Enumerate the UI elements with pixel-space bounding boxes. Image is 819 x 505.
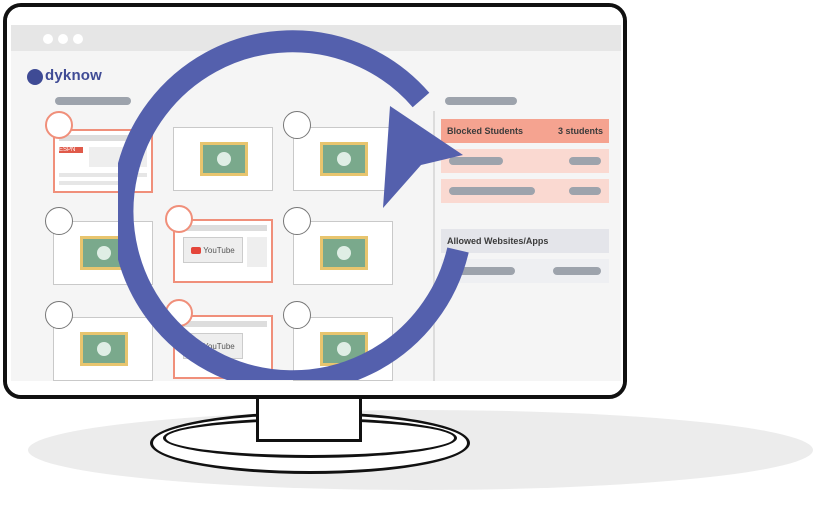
dyknow-logo-icon	[27, 69, 43, 85]
brand-name: dyknow	[45, 67, 103, 84]
panel-heading-placeholder	[445, 97, 517, 105]
student-screen-tile[interactable]	[173, 127, 273, 191]
student-screen-tile[interactable]	[53, 317, 153, 381]
student-avatar-icon[interactable]	[283, 301, 311, 329]
student-avatar-icon[interactable]	[283, 207, 311, 235]
blocked-students-count: 3 students	[557, 126, 603, 136]
panel-divider	[433, 111, 435, 395]
google-classroom-icon	[320, 236, 368, 270]
student-avatar-icon[interactable]	[45, 207, 73, 235]
student-screen-tile[interactable]: YouTube	[173, 219, 273, 283]
google-classroom-icon	[320, 142, 368, 176]
student-avatar-icon[interactable]	[165, 205, 193, 233]
student-screen-tile[interactable]	[293, 127, 393, 191]
blocked-students-header[interactable]: Blocked Students 3 students	[441, 119, 609, 143]
monitor: dyknow ESPN YouTube	[3, 3, 627, 399]
student-avatar-icon[interactable]	[45, 301, 73, 329]
google-classroom-icon	[80, 332, 128, 366]
espn-label: ESPN	[59, 147, 83, 153]
blocked-students-label: Blocked Students	[447, 126, 524, 136]
google-classroom-icon	[200, 142, 248, 176]
student-avatar-icon[interactable]	[45, 111, 73, 139]
youtube-label: YouTube	[203, 245, 235, 255]
blocked-student-row[interactable]	[441, 179, 609, 203]
student-avatar-icon[interactable]	[283, 111, 311, 139]
youtube-icon: YouTube	[183, 237, 243, 263]
page-heading-placeholder	[55, 97, 131, 105]
allowed-websites-label: Allowed Websites/Apps	[447, 236, 549, 246]
student-screen-tile[interactable]	[293, 221, 393, 285]
monitor-bottom-bezel	[7, 381, 623, 395]
window-dot-icon[interactable]	[58, 34, 68, 44]
monitor-stand-neck	[256, 392, 362, 442]
window-dots-icon[interactable]	[43, 34, 53, 44]
blocked-student-row[interactable]	[441, 149, 609, 173]
window-dot-icon[interactable]	[73, 34, 83, 44]
refresh-arrow-icon	[118, 30, 469, 380]
dashboard-screen: dyknow ESPN YouTube	[11, 51, 621, 395]
youtube-label: YouTube	[203, 341, 235, 351]
allowed-websites-header[interactable]: Allowed Websites/Apps	[441, 229, 609, 253]
allowed-website-row[interactable]	[441, 259, 609, 283]
